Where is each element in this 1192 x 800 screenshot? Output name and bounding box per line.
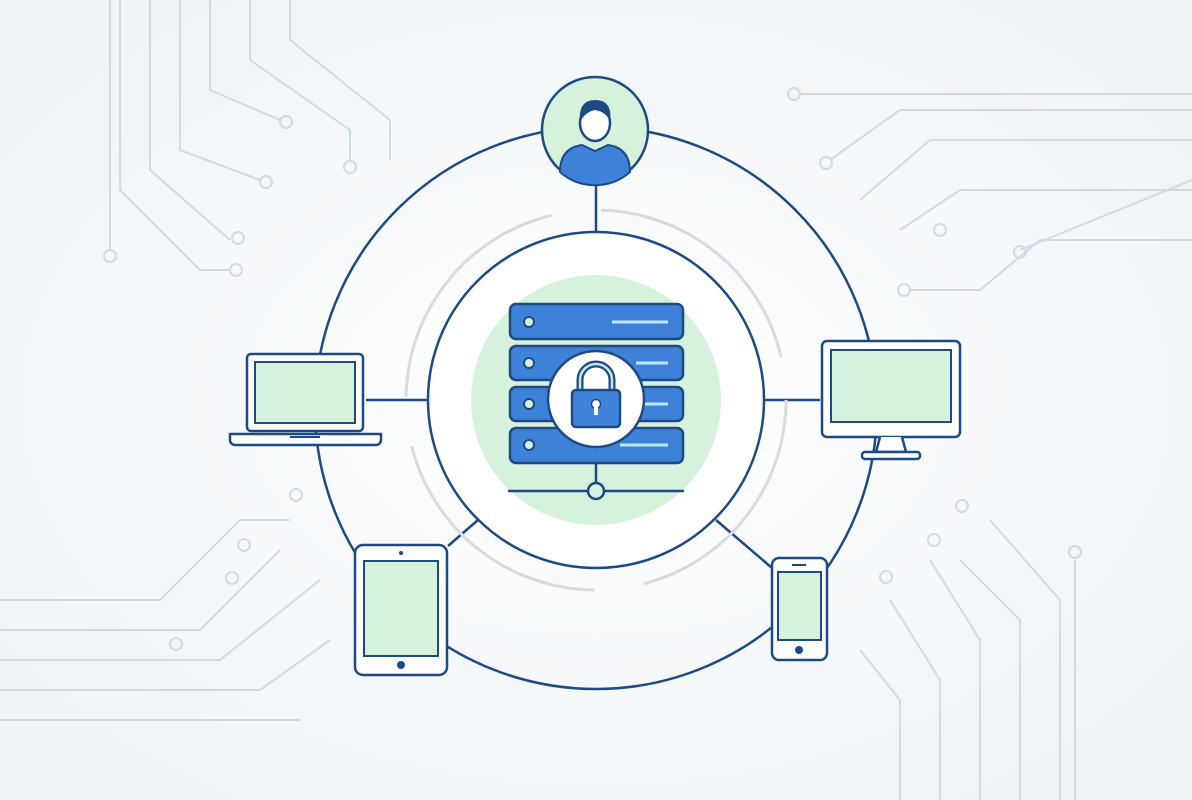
smartphone-icon — [770, 556, 829, 662]
laptop-icon — [228, 352, 383, 447]
lock-icon — [546, 349, 646, 449]
monitor-icon — [820, 339, 962, 461]
faint-ring — [404, 208, 788, 592]
connector-lines — [366, 183, 820, 569]
tablet-icon — [353, 543, 449, 677]
user-icon — [540, 75, 650, 187]
